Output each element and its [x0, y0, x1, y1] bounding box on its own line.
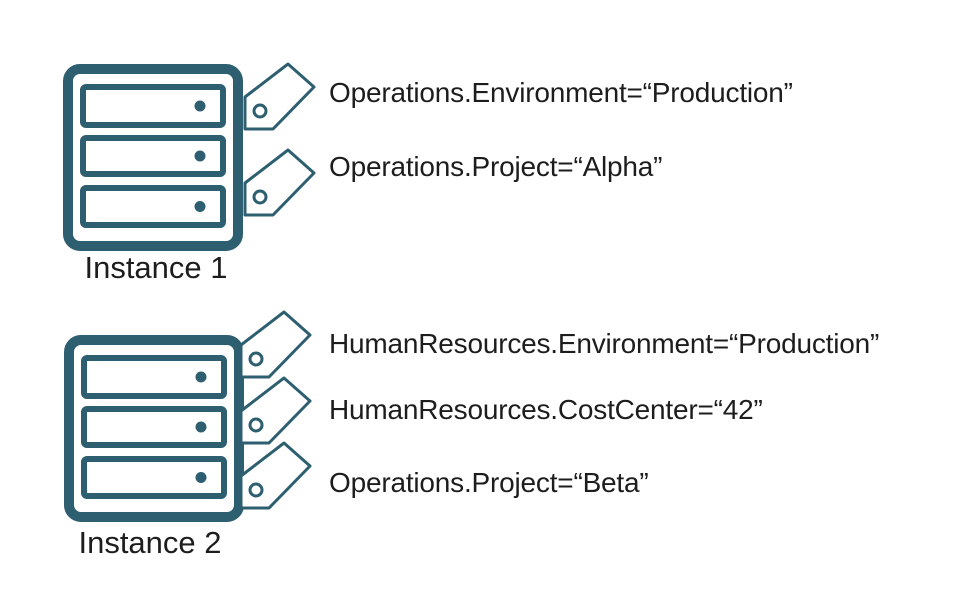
tag-text: Operations.Project=“Beta”	[329, 467, 649, 498]
instance-label: Instance 1	[84, 250, 228, 285]
tag-icon	[239, 441, 312, 510]
tag-text: Operations.Project=“Alpha”	[329, 151, 663, 182]
instance-label: Instance 2	[78, 525, 222, 560]
tag-text: Operations.Environment=“Production”	[329, 77, 793, 108]
tag-icon	[239, 376, 312, 445]
server-icon	[63, 64, 243, 251]
tag-icon	[239, 310, 312, 379]
tag-text: HumanResources.Environment=“Production”	[329, 328, 880, 359]
tag-text: HumanResources.CostCenter=“42”	[329, 394, 763, 425]
tag-icon	[243, 148, 316, 217]
tag-icon	[243, 62, 316, 131]
server-icon	[64, 335, 244, 522]
